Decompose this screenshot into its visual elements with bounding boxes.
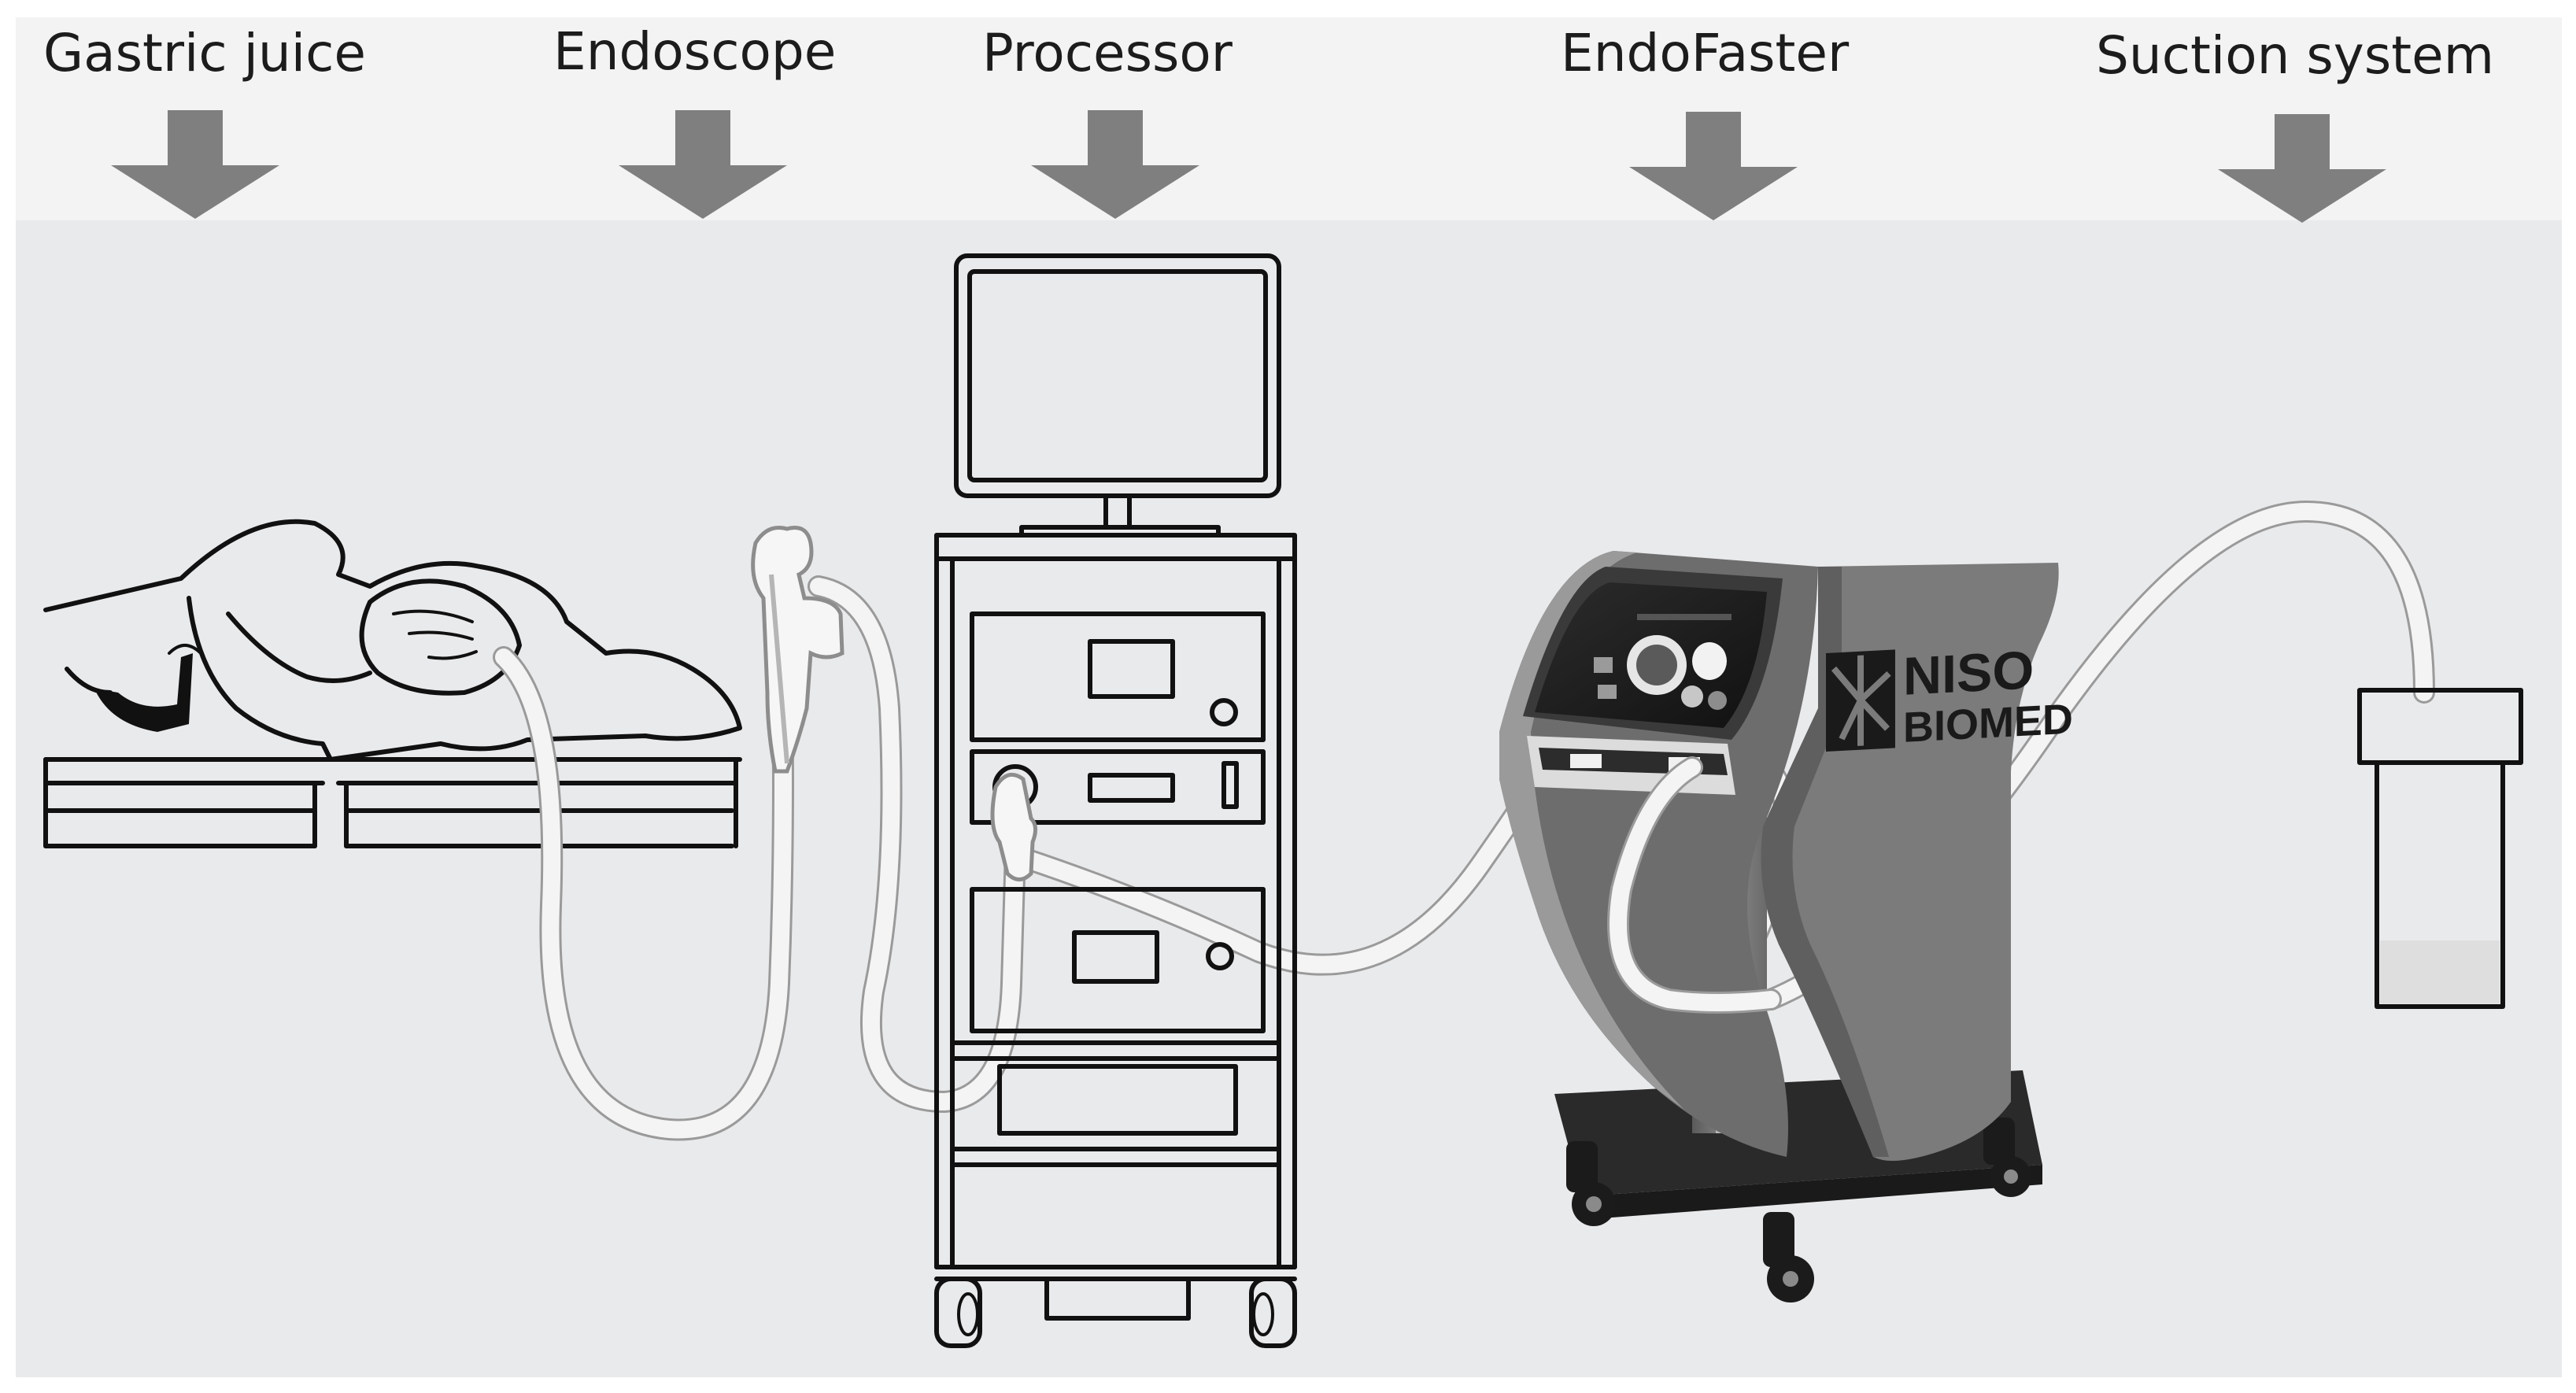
arrow-down-icon-processor <box>1031 110 1199 219</box>
processor-tower <box>934 253 1297 1348</box>
endoscope-handle <box>751 526 844 774</box>
suction-jar <box>2357 688 2523 1009</box>
label-gastric-juice: Gastric juice <box>43 23 366 83</box>
diagram-panel <box>16 220 2562 1377</box>
logo-line-1: NISO <box>1903 640 2034 707</box>
label-processor: Processor <box>982 23 1233 83</box>
label-endoscope: Endoscope <box>553 21 836 82</box>
logo-line-2: BIOMED <box>1903 696 2073 752</box>
arrow-down-icon-endofaster <box>1629 112 1798 220</box>
arrow-down-icon-endoscope <box>619 110 787 219</box>
arrow-down-icon-gastric-juice <box>111 110 279 219</box>
arrow-down-icon-suction-system <box>2218 114 2386 223</box>
label-endofaster: EndoFaster <box>1561 23 1850 83</box>
patient-on-bed <box>43 519 742 848</box>
nisobiomed-logo: NISO BIOMED <box>1826 640 2073 752</box>
header-band <box>16 17 2562 220</box>
label-suction-system: Suction system <box>2096 25 2494 86</box>
